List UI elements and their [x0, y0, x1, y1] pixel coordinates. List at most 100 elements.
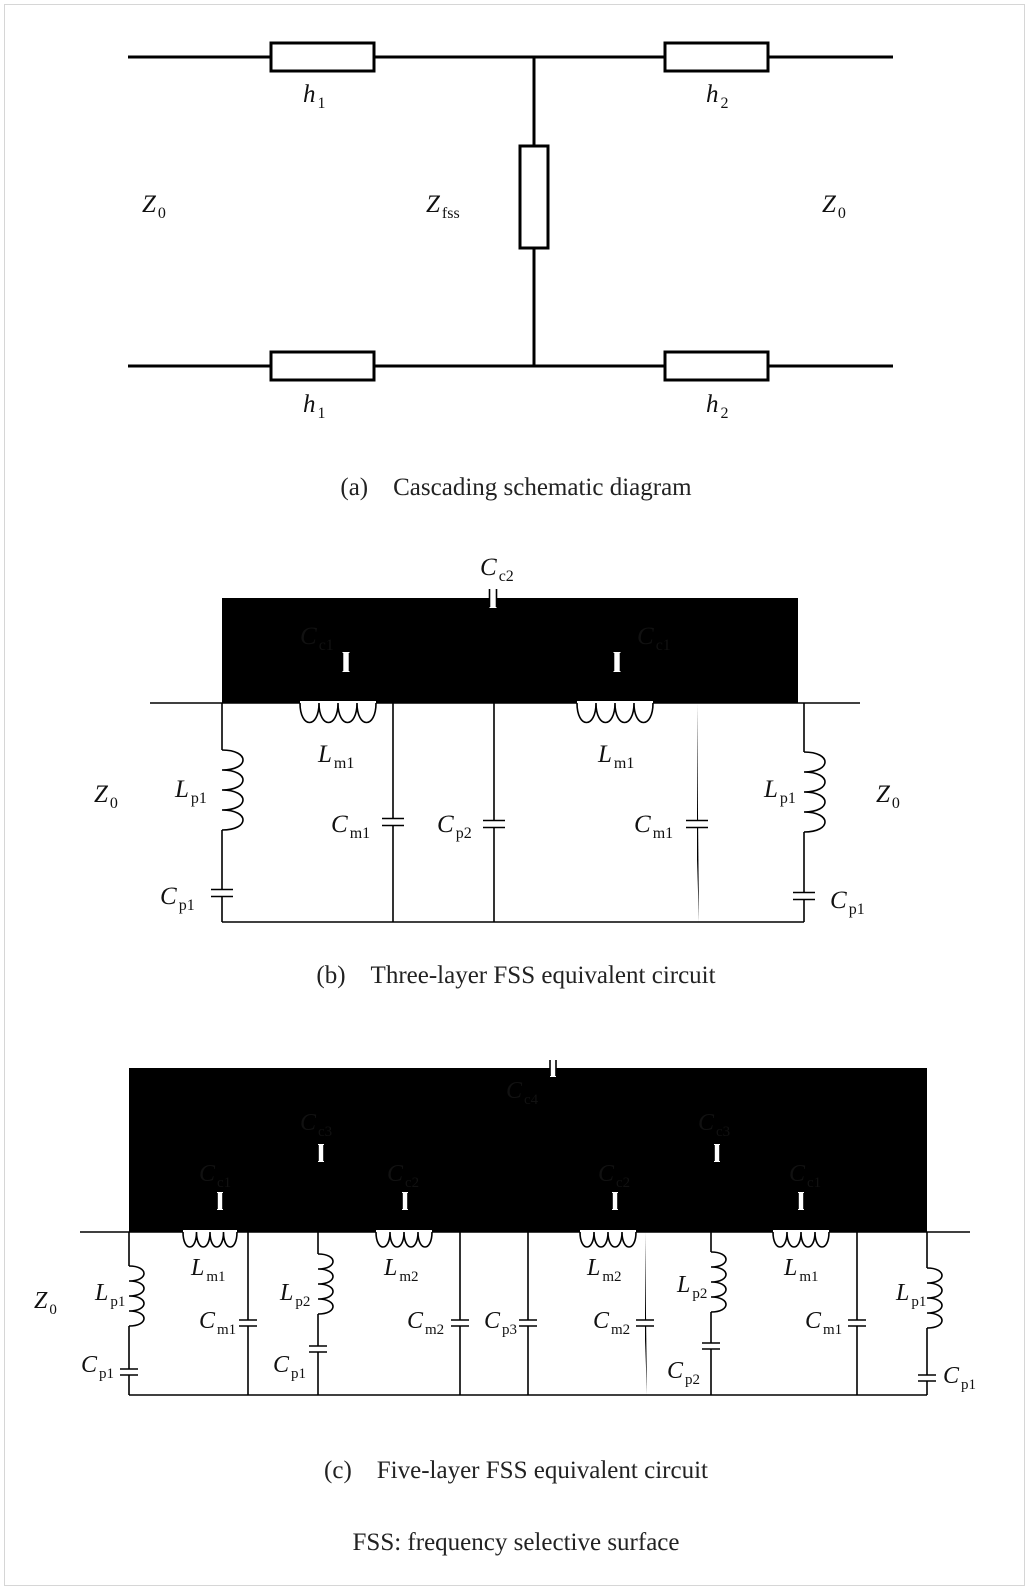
label-subscript: 1	[318, 95, 326, 112]
capacitor-cm2-a	[450, 1319, 470, 1327]
label-subscript: p2	[456, 825, 472, 842]
label-symbol: C	[830, 887, 847, 914]
caption-a: (a) Cascading schematic diagram	[340, 474, 692, 501]
label-subscript: m1	[653, 825, 673, 842]
label-subscript: p1	[849, 901, 865, 918]
capacitor-cm1-a	[238, 1319, 258, 1327]
label-symbol: C	[667, 1358, 684, 1384]
label-symbol: C	[593, 1308, 610, 1334]
label-subscript: 0	[892, 795, 900, 812]
capacitor-cc3-right	[713, 1144, 721, 1162]
capacitor-cp1-right	[792, 891, 816, 901]
label-symbol: C	[387, 1161, 404, 1187]
label-subscript: p1	[191, 790, 207, 807]
label-symbol: C	[300, 623, 317, 650]
label-symbol: C	[273, 1352, 290, 1378]
label-subscript: c1	[807, 1175, 821, 1191]
label-symbol: L	[676, 1272, 690, 1298]
label-subscript: m2	[399, 1269, 418, 1285]
capacitor-cp2	[701, 1342, 721, 1350]
label-symbol: Z	[34, 1288, 48, 1314]
inductor-lp2-a	[317, 1253, 334, 1315]
capacitor-cc1-right	[612, 652, 622, 672]
label-symbol: C	[634, 811, 651, 838]
label-subscript: p2	[295, 1294, 310, 1310]
label-symbol: Z	[94, 781, 109, 808]
caption-c: (c) Five-layer FSS equivalent circuit	[324, 1457, 708, 1484]
label-symbol: Z	[426, 191, 441, 218]
resistor-h1-top	[269, 41, 376, 73]
label-subscript: p1	[110, 1294, 125, 1310]
capacitor-cm2-b	[635, 1319, 655, 1327]
capacitor-cp1-b	[308, 1345, 328, 1353]
label-symbol: C	[300, 1110, 317, 1136]
capacitor-cc1-b	[797, 1192, 805, 1210]
capacitor-cc4	[549, 1059, 557, 1077]
label-subscript: fss	[442, 205, 460, 222]
inductor-lm2-b	[579, 1231, 637, 1248]
label-symbol: C	[199, 1161, 216, 1187]
inductor-lp2-b	[710, 1251, 727, 1313]
label-symbol: C	[437, 811, 454, 838]
label-symbol: C	[637, 623, 654, 650]
label-symbol: L	[94, 1280, 108, 1306]
inductor-lp1-right	[803, 751, 826, 833]
label-subscript: m2	[602, 1269, 621, 1285]
label-subscript: m2	[611, 1322, 630, 1338]
label-subscript: m1	[217, 1322, 236, 1338]
label-subscript: c2	[405, 1175, 419, 1191]
label-subscript: c1	[319, 637, 334, 654]
label-symbol: h	[706, 81, 719, 108]
label-subscript: c3	[318, 1124, 332, 1140]
label-subscript: 0	[49, 1302, 57, 1318]
label-symbol: L	[174, 776, 189, 803]
label-subscript: 0	[158, 205, 166, 222]
label-symbol: C	[199, 1308, 216, 1334]
label-subscript: c3	[716, 1124, 730, 1140]
label-symbol: C	[331, 811, 348, 838]
label-symbol: C	[81, 1352, 98, 1378]
capacitor-cp3	[518, 1319, 538, 1327]
capacitor-cc1-left	[341, 652, 351, 672]
label-subscript: c2	[499, 568, 514, 585]
resistor-h2-top	[663, 41, 770, 73]
inductor-lm1-left	[299, 702, 377, 724]
label-subscript: 2	[721, 405, 729, 422]
label-symbol: L	[383, 1255, 397, 1281]
label-subscript: p2	[692, 1286, 707, 1302]
label-subscript: p1	[291, 1366, 306, 1382]
label-subscript: p1	[780, 790, 796, 807]
capacitor-cc2-a	[401, 1192, 409, 1210]
inductor-lp1-b	[926, 1267, 943, 1329]
capacitor-cp1-a	[119, 1368, 139, 1376]
label-symbol: C	[484, 1308, 501, 1334]
label-symbol: L	[190, 1255, 204, 1281]
label-subscript: m2	[425, 1322, 444, 1338]
label-symbol: C	[598, 1161, 615, 1187]
